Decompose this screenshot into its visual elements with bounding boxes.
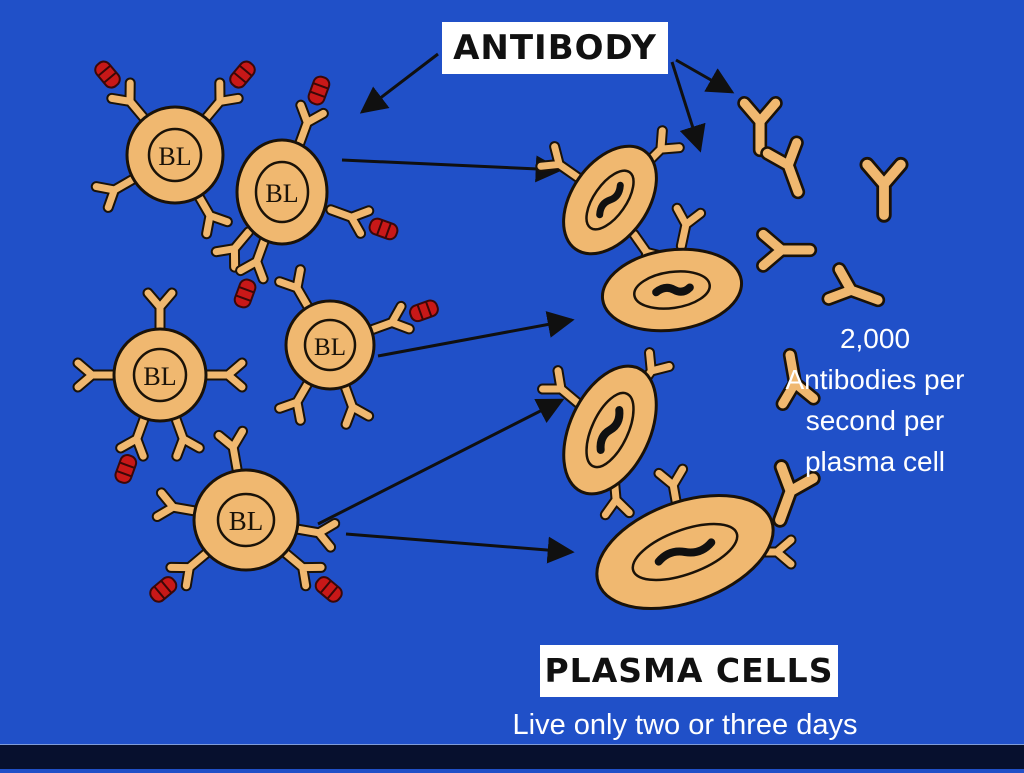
free-antibody [867, 165, 901, 215]
cell-marking: BL [229, 506, 264, 536]
b-cell: BL [280, 270, 441, 425]
b-cell: BL [78, 293, 242, 486]
arrow-bcell-to-plasma-4 [345, 532, 575, 564]
lifespan-note: Live only two or three days [512, 709, 858, 741]
plasma-cell [595, 439, 799, 611]
plasma-cell [600, 201, 744, 333]
antibody-rate-note: 2,000 Antibodies per second per plasma c… [760, 318, 990, 482]
arrow-to-bcell [359, 52, 439, 114]
antibody-label: ANTIBODY [442, 22, 668, 74]
b-cell: BL [146, 431, 346, 606]
free-antibody [767, 143, 812, 198]
arrow-bcell-to-plasma-2 [377, 311, 575, 358]
arrows [317, 52, 735, 564]
plasma-cells-label: PLASMA CELLS [540, 645, 838, 697]
free-antibody [829, 269, 884, 314]
free-antibody [744, 103, 775, 150]
cell-marking: BL [265, 179, 298, 208]
plasma-cell [506, 318, 695, 523]
free-antibody [763, 234, 810, 265]
cell-marking: BL [314, 334, 346, 361]
arrow-bcell-to-plasma-1 [341, 155, 563, 183]
cell-marking: BL [143, 362, 176, 391]
arrow-bcell-to-plasma-3 [317, 398, 565, 526]
rate-line: plasma cell [804, 446, 946, 477]
b-cell: BL [92, 57, 259, 234]
plasma-cell [513, 85, 723, 293]
rate-line: Antibodies per [785, 364, 965, 395]
rate-line: 2,000 [839, 323, 911, 354]
rate-line: second per [805, 405, 945, 436]
cell-marking: BL [158, 142, 191, 171]
arrow-to-free-antibodies [675, 58, 735, 94]
footer-bar [0, 744, 1024, 769]
b-cell: BL [216, 73, 401, 311]
arrow-to-plasma-antibody [670, 61, 706, 153]
